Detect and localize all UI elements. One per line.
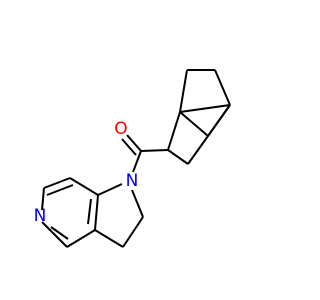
- bond-ch2b-c3a: [94, 229, 124, 248]
- bond-co-1: [126, 134, 142, 152]
- bond-c6-npyr: [41, 187, 45, 211]
- bond-c3a-c7a: [94, 194, 99, 231]
- bond-c7-c1: [179, 69, 188, 113]
- bond-c8-c3: [207, 104, 231, 137]
- bond-c6-c7: [167, 111, 181, 151]
- molecule-diagram: O N N: [34, 69, 231, 248]
- bond-npyr-c4-inner: [50, 226, 69, 240]
- bond-c7a-n: [97, 183, 123, 196]
- bond-c2-c3: [214, 69, 231, 106]
- bond-c3a-c7a-inner: [87, 198, 92, 225]
- bond-ch2a-ch2b: [122, 216, 144, 248]
- bond-co-2: [121, 138, 137, 156]
- bond-n-ch2a: [131, 189, 144, 218]
- bond-c6-carbonyl: [140, 149, 169, 152]
- bond-bridge: [179, 104, 231, 113]
- bond-c5-c6: [167, 149, 189, 165]
- bond-c4-c3a: [66, 229, 96, 248]
- bond-c4-c5: [187, 135, 209, 165]
- atom-label-o: O: [114, 119, 127, 139]
- bond-c7a-c7: [69, 177, 99, 196]
- atom-label-n-amide: N: [126, 171, 139, 191]
- bond-npyr-c4: [41, 221, 68, 248]
- bond-c7-c8: [179, 111, 209, 137]
- bond-carbonyl-n: [132, 150, 142, 173]
- bond-c7-c6-double: [46, 184, 74, 196]
- bond-c7-c6: [43, 177, 71, 189]
- atom-label-n-pyridine: N: [34, 206, 47, 226]
